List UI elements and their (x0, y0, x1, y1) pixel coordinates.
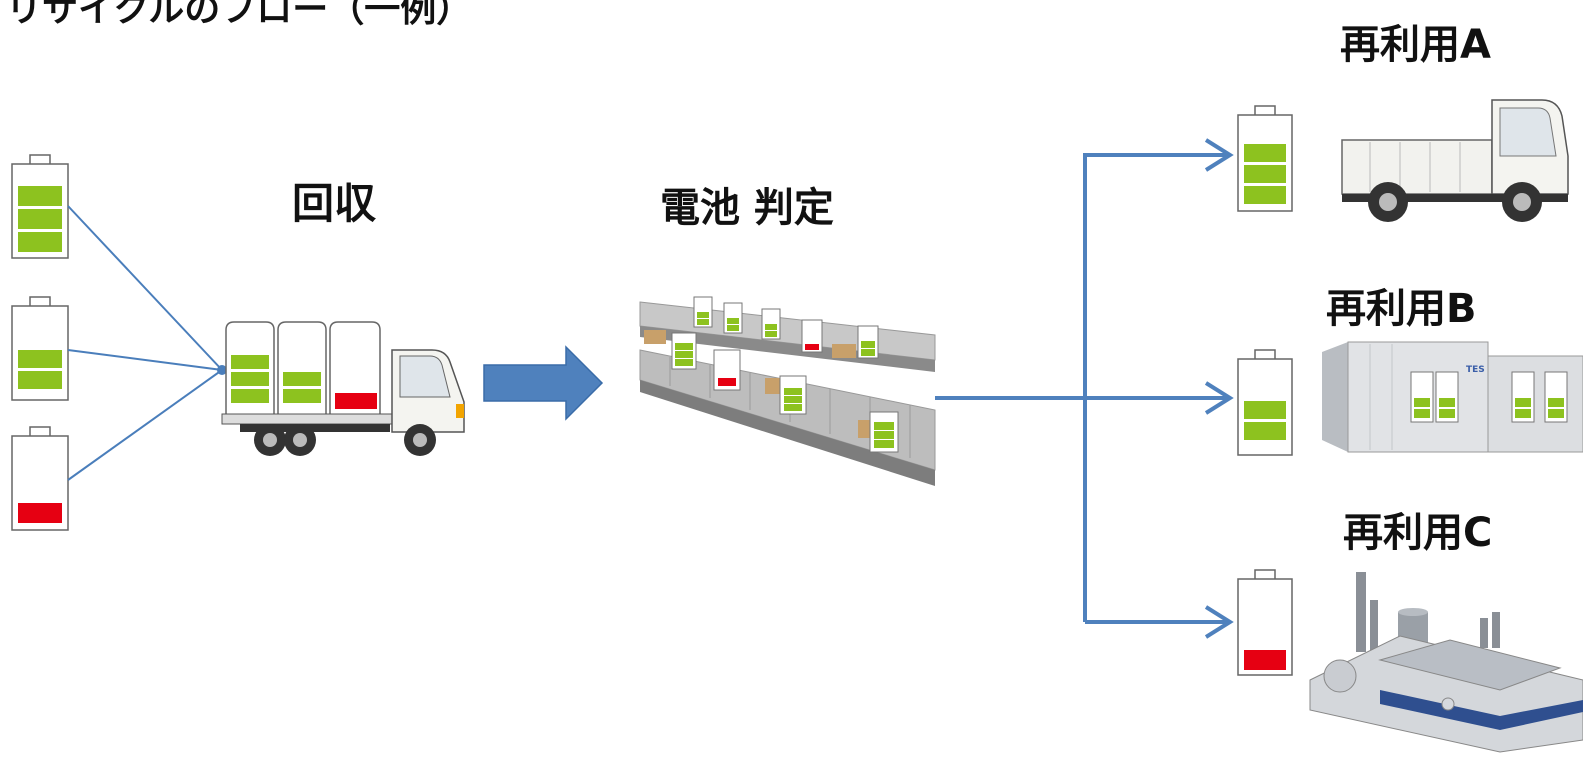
output-label-c: 再利用C (1343, 510, 1493, 556)
collect-lines (67, 205, 223, 481)
branch-lines (935, 153, 1230, 624)
stage-label-judge: 電池 判定 (660, 185, 834, 231)
container-tag-text: TES (1466, 365, 1485, 375)
input-battery-full (11, 154, 69, 259)
page-title: リサイクルのフロー（一例） (6, 0, 473, 30)
output-battery-a (1237, 105, 1293, 212)
output-battery-b (1237, 349, 1293, 456)
conveyor-sorting-icon (639, 296, 936, 486)
branch-arrowheads (1204, 138, 1234, 639)
collect-junction-dot (217, 365, 227, 375)
output-label-a: 再利用A (1340, 22, 1491, 68)
input-battery-low (11, 426, 69, 531)
collection-truck-icon (221, 321, 465, 456)
truck-icon (1341, 99, 1569, 222)
block-arrow-icon (483, 345, 604, 421)
output-label-b: 再利用B (1326, 286, 1477, 332)
stage-label-collect: 回収 (292, 179, 377, 228)
input-battery-mid (11, 296, 69, 401)
storage-container-icon: TES (1322, 341, 1583, 453)
output-battery-c (1237, 569, 1293, 676)
factory-icon (1309, 572, 1583, 753)
